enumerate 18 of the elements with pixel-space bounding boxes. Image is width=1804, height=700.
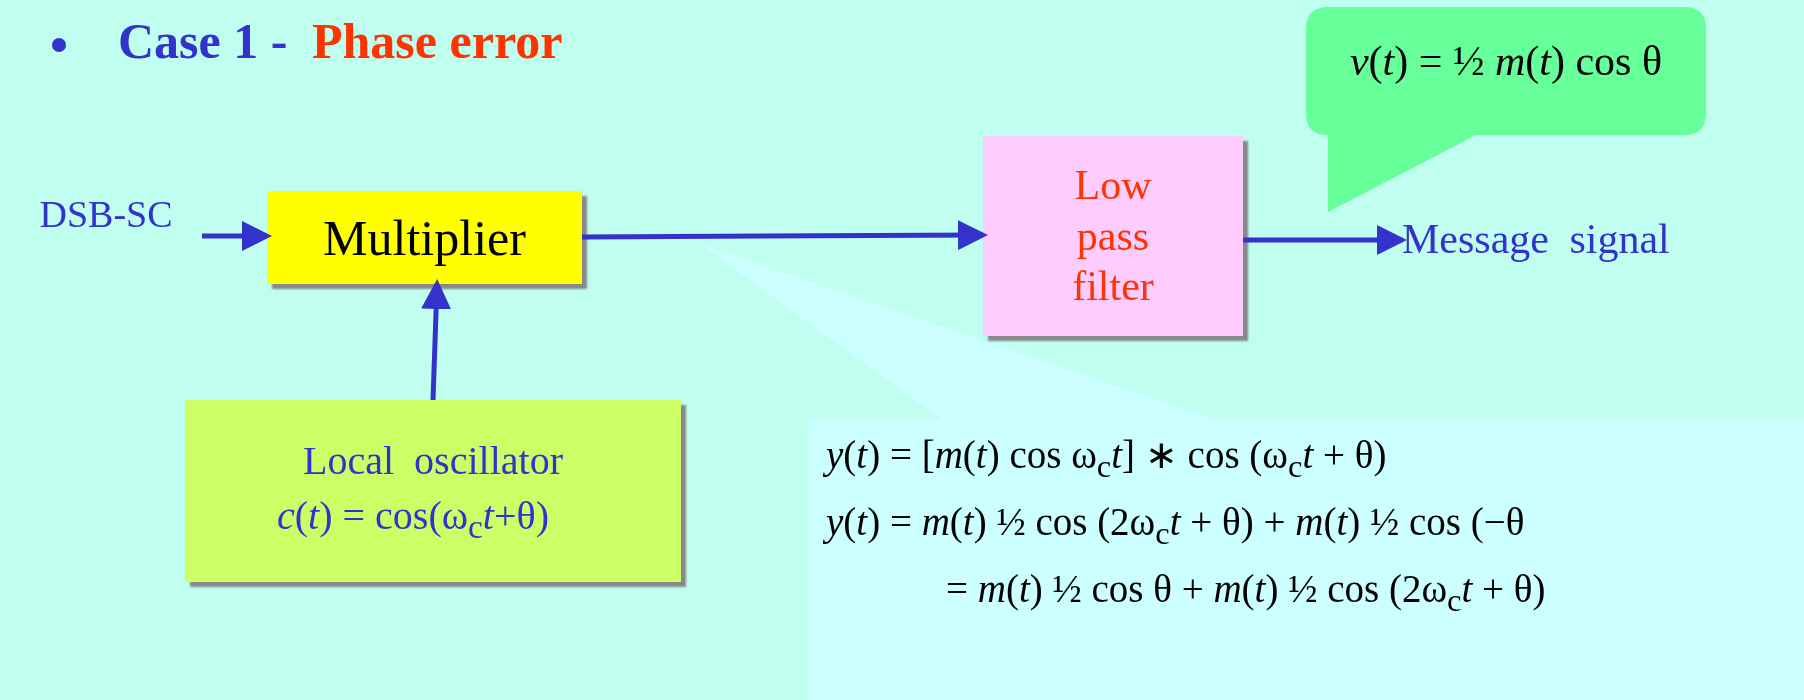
multiplier-box bbox=[267, 191, 582, 284]
local-oscillator-box bbox=[185, 400, 681, 582]
equation: c(t) = cos(ω$_{c}$t+θ) bbox=[276, 491, 549, 546]
speech-bubble bbox=[1306, 7, 1706, 212]
block-label: Low pass filter bbox=[1071, 161, 1155, 312]
block-label: DSB-SC bbox=[39, 192, 173, 236]
arrow bbox=[421, 279, 452, 401]
equation: = m(t) ½ cos θ + m(t) ½ cos (2ω$_{c}$t + θ) bbox=[946, 565, 1546, 619]
arrow bbox=[202, 221, 272, 251]
low-pass-filter-box bbox=[983, 136, 1243, 336]
slide-title: Case 1 - bbox=[118, 12, 288, 70]
block-label: Message signal bbox=[1402, 215, 1670, 263]
arrow bbox=[1243, 225, 1407, 255]
arrow bbox=[582, 220, 988, 251]
subtitle: Phase error bbox=[312, 12, 563, 70]
block-label: Local oscillator bbox=[303, 436, 563, 484]
block-label: Multiplier bbox=[323, 208, 526, 267]
equation: v(t) = ½ m(t) cos θ bbox=[1349, 37, 1663, 85]
